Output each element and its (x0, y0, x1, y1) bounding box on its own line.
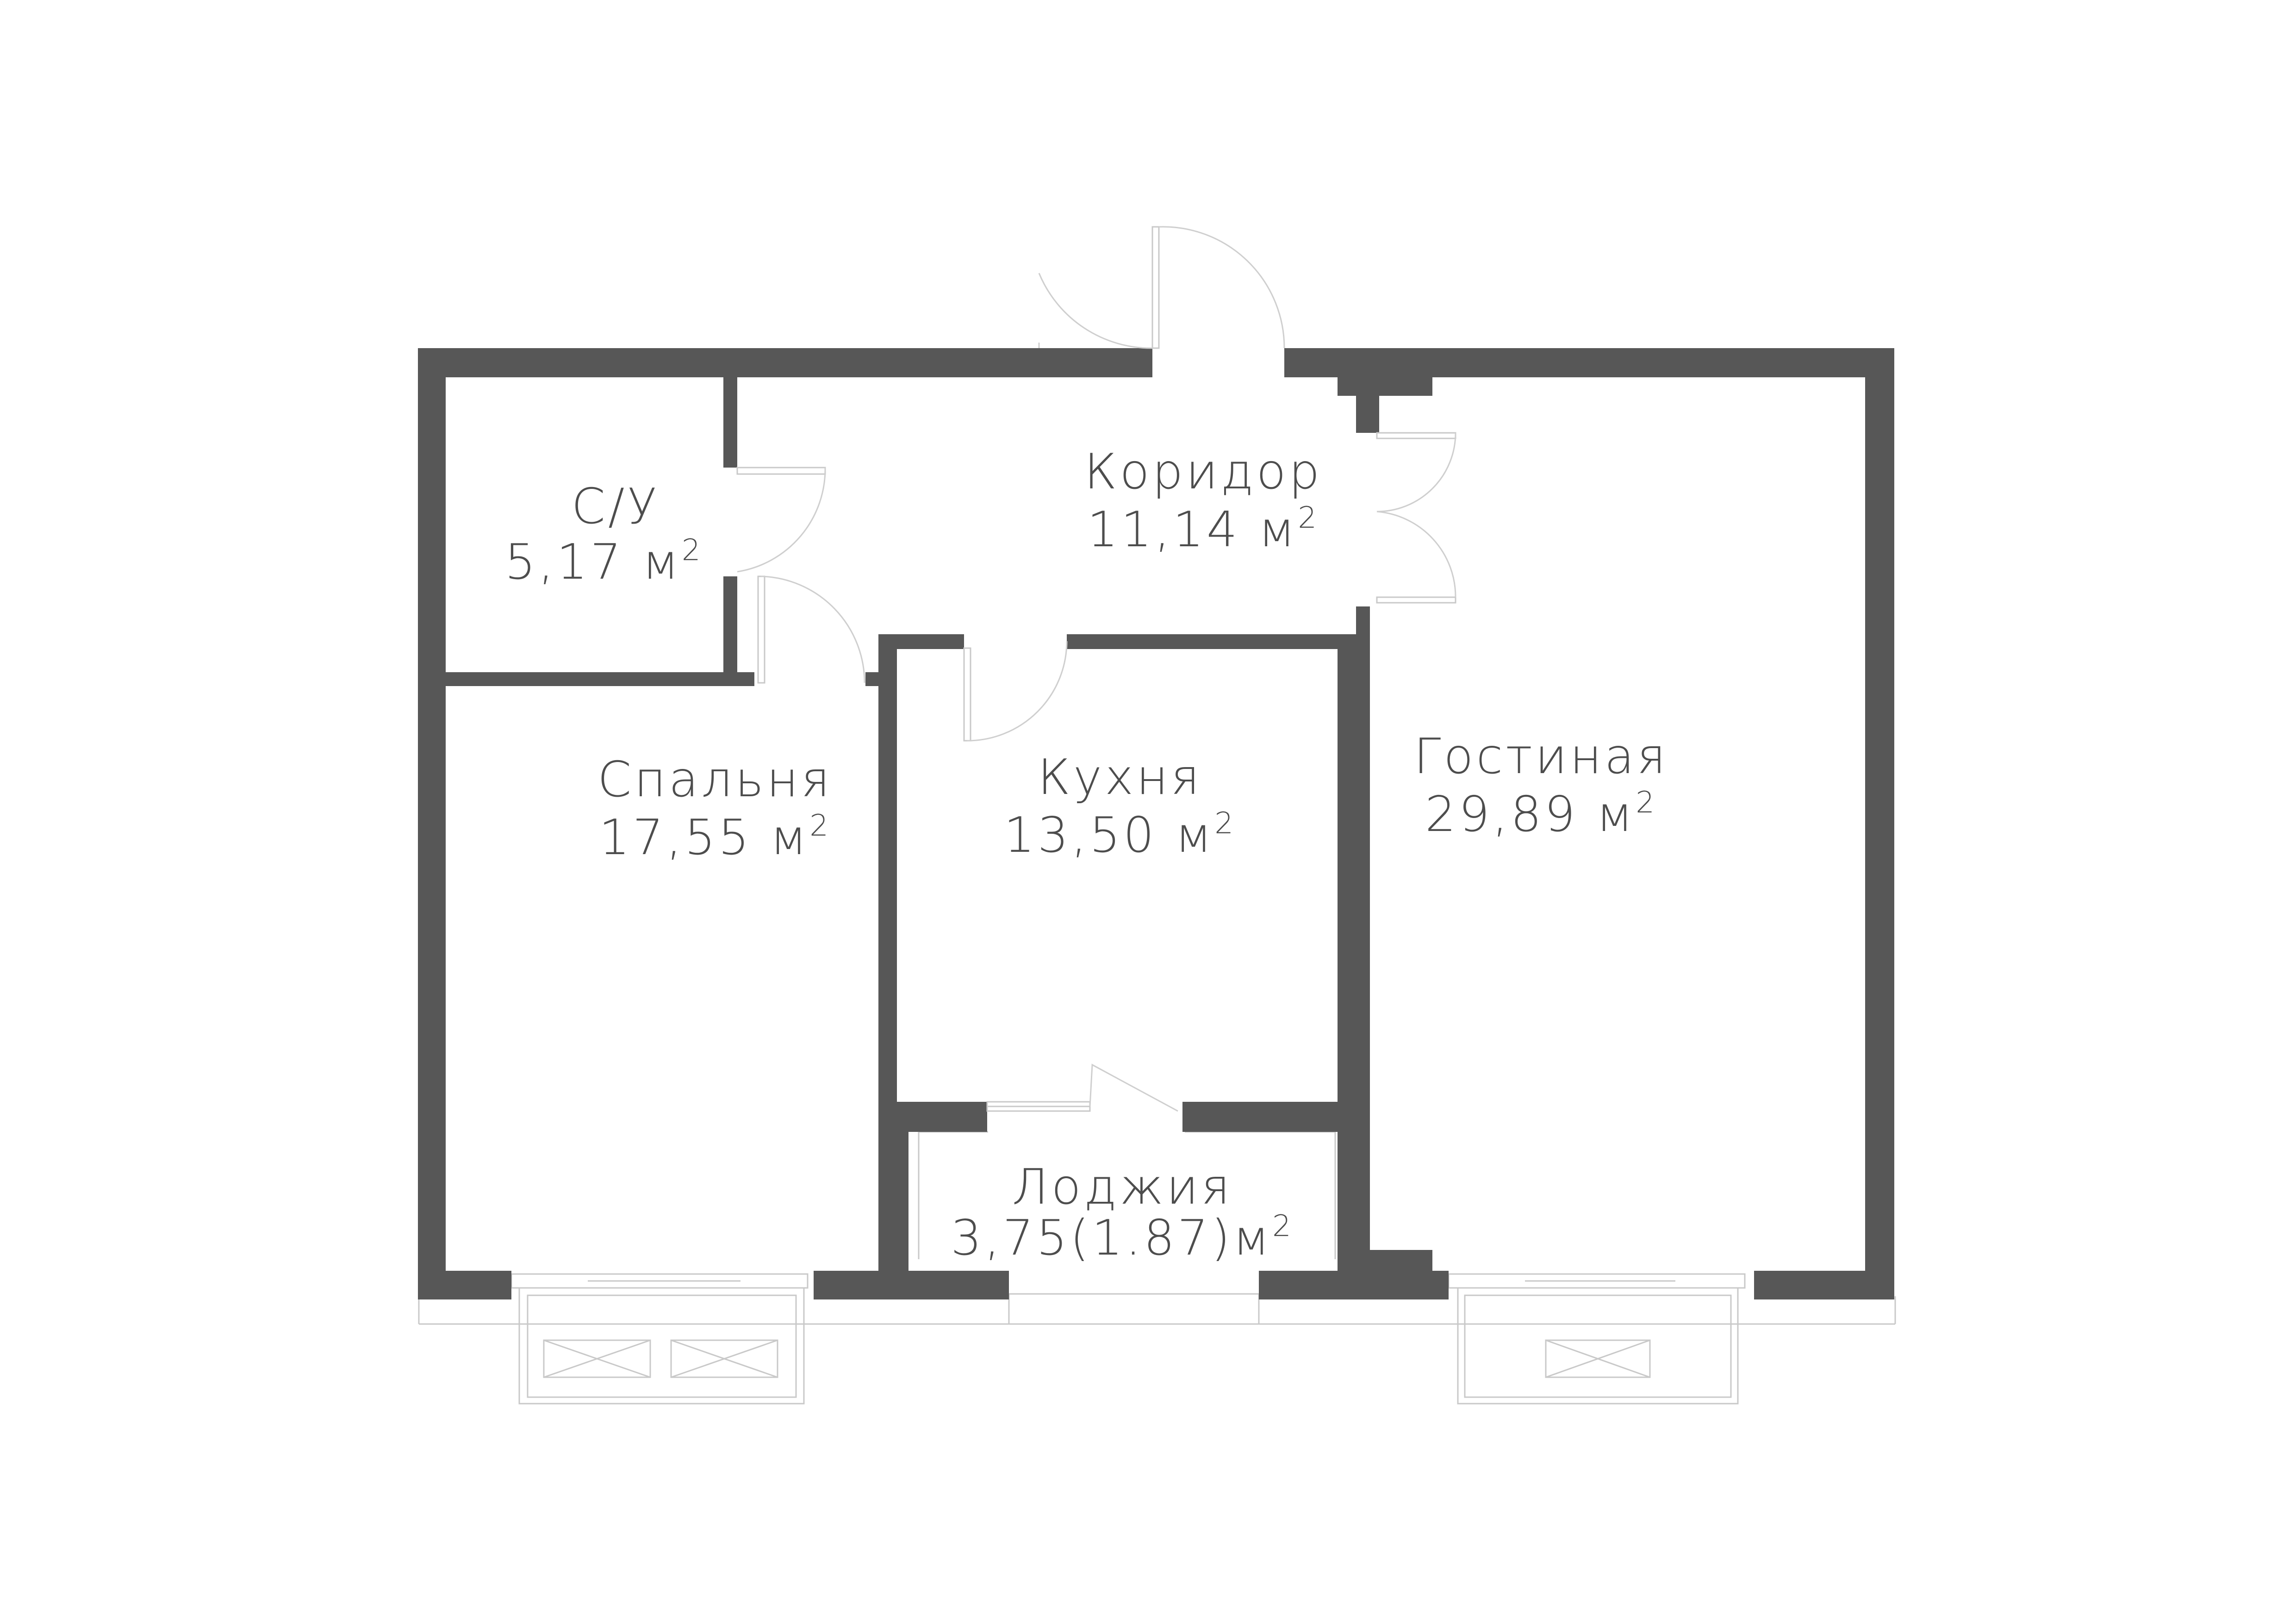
loggia-door (986, 1063, 1178, 1112)
kitchen-name: Кухня (1038, 749, 1202, 806)
entrance-door (1038, 226, 1285, 349)
facade-lines (418, 1293, 1896, 1325)
bedroom-area: 17,55 м2 (599, 809, 831, 866)
living-area: 29,89 м2 (1425, 786, 1657, 843)
corridor-area: 11,14 м2 (1087, 501, 1319, 558)
kitchen-door (963, 641, 1068, 742)
living-door (1376, 432, 1456, 604)
room-labels: С/У 5,17 м2 Коридор 11,14 м2 Спальня 17,… (504, 443, 1668, 1266)
bedroom-name: Спальня (597, 751, 833, 808)
kitchen-area: 13,50 м2 (1004, 806, 1236, 863)
doors (736, 226, 1456, 1112)
living-window (1448, 1273, 1746, 1405)
living-name: Гостиная (1414, 728, 1668, 785)
walls (418, 348, 1894, 1299)
bedroom-door (757, 575, 865, 684)
bathroom-door (736, 467, 826, 573)
loggia-area: 3,75(1.87)м2 (951, 1209, 1294, 1266)
bedroom-window (510, 1273, 809, 1405)
corridor-name: Коридор (1084, 443, 1323, 500)
loggia-name: Лоджия (1012, 1159, 1233, 1215)
bathroom-name: С/У (572, 478, 660, 535)
bathroom-area: 5,17 м2 (504, 533, 703, 590)
